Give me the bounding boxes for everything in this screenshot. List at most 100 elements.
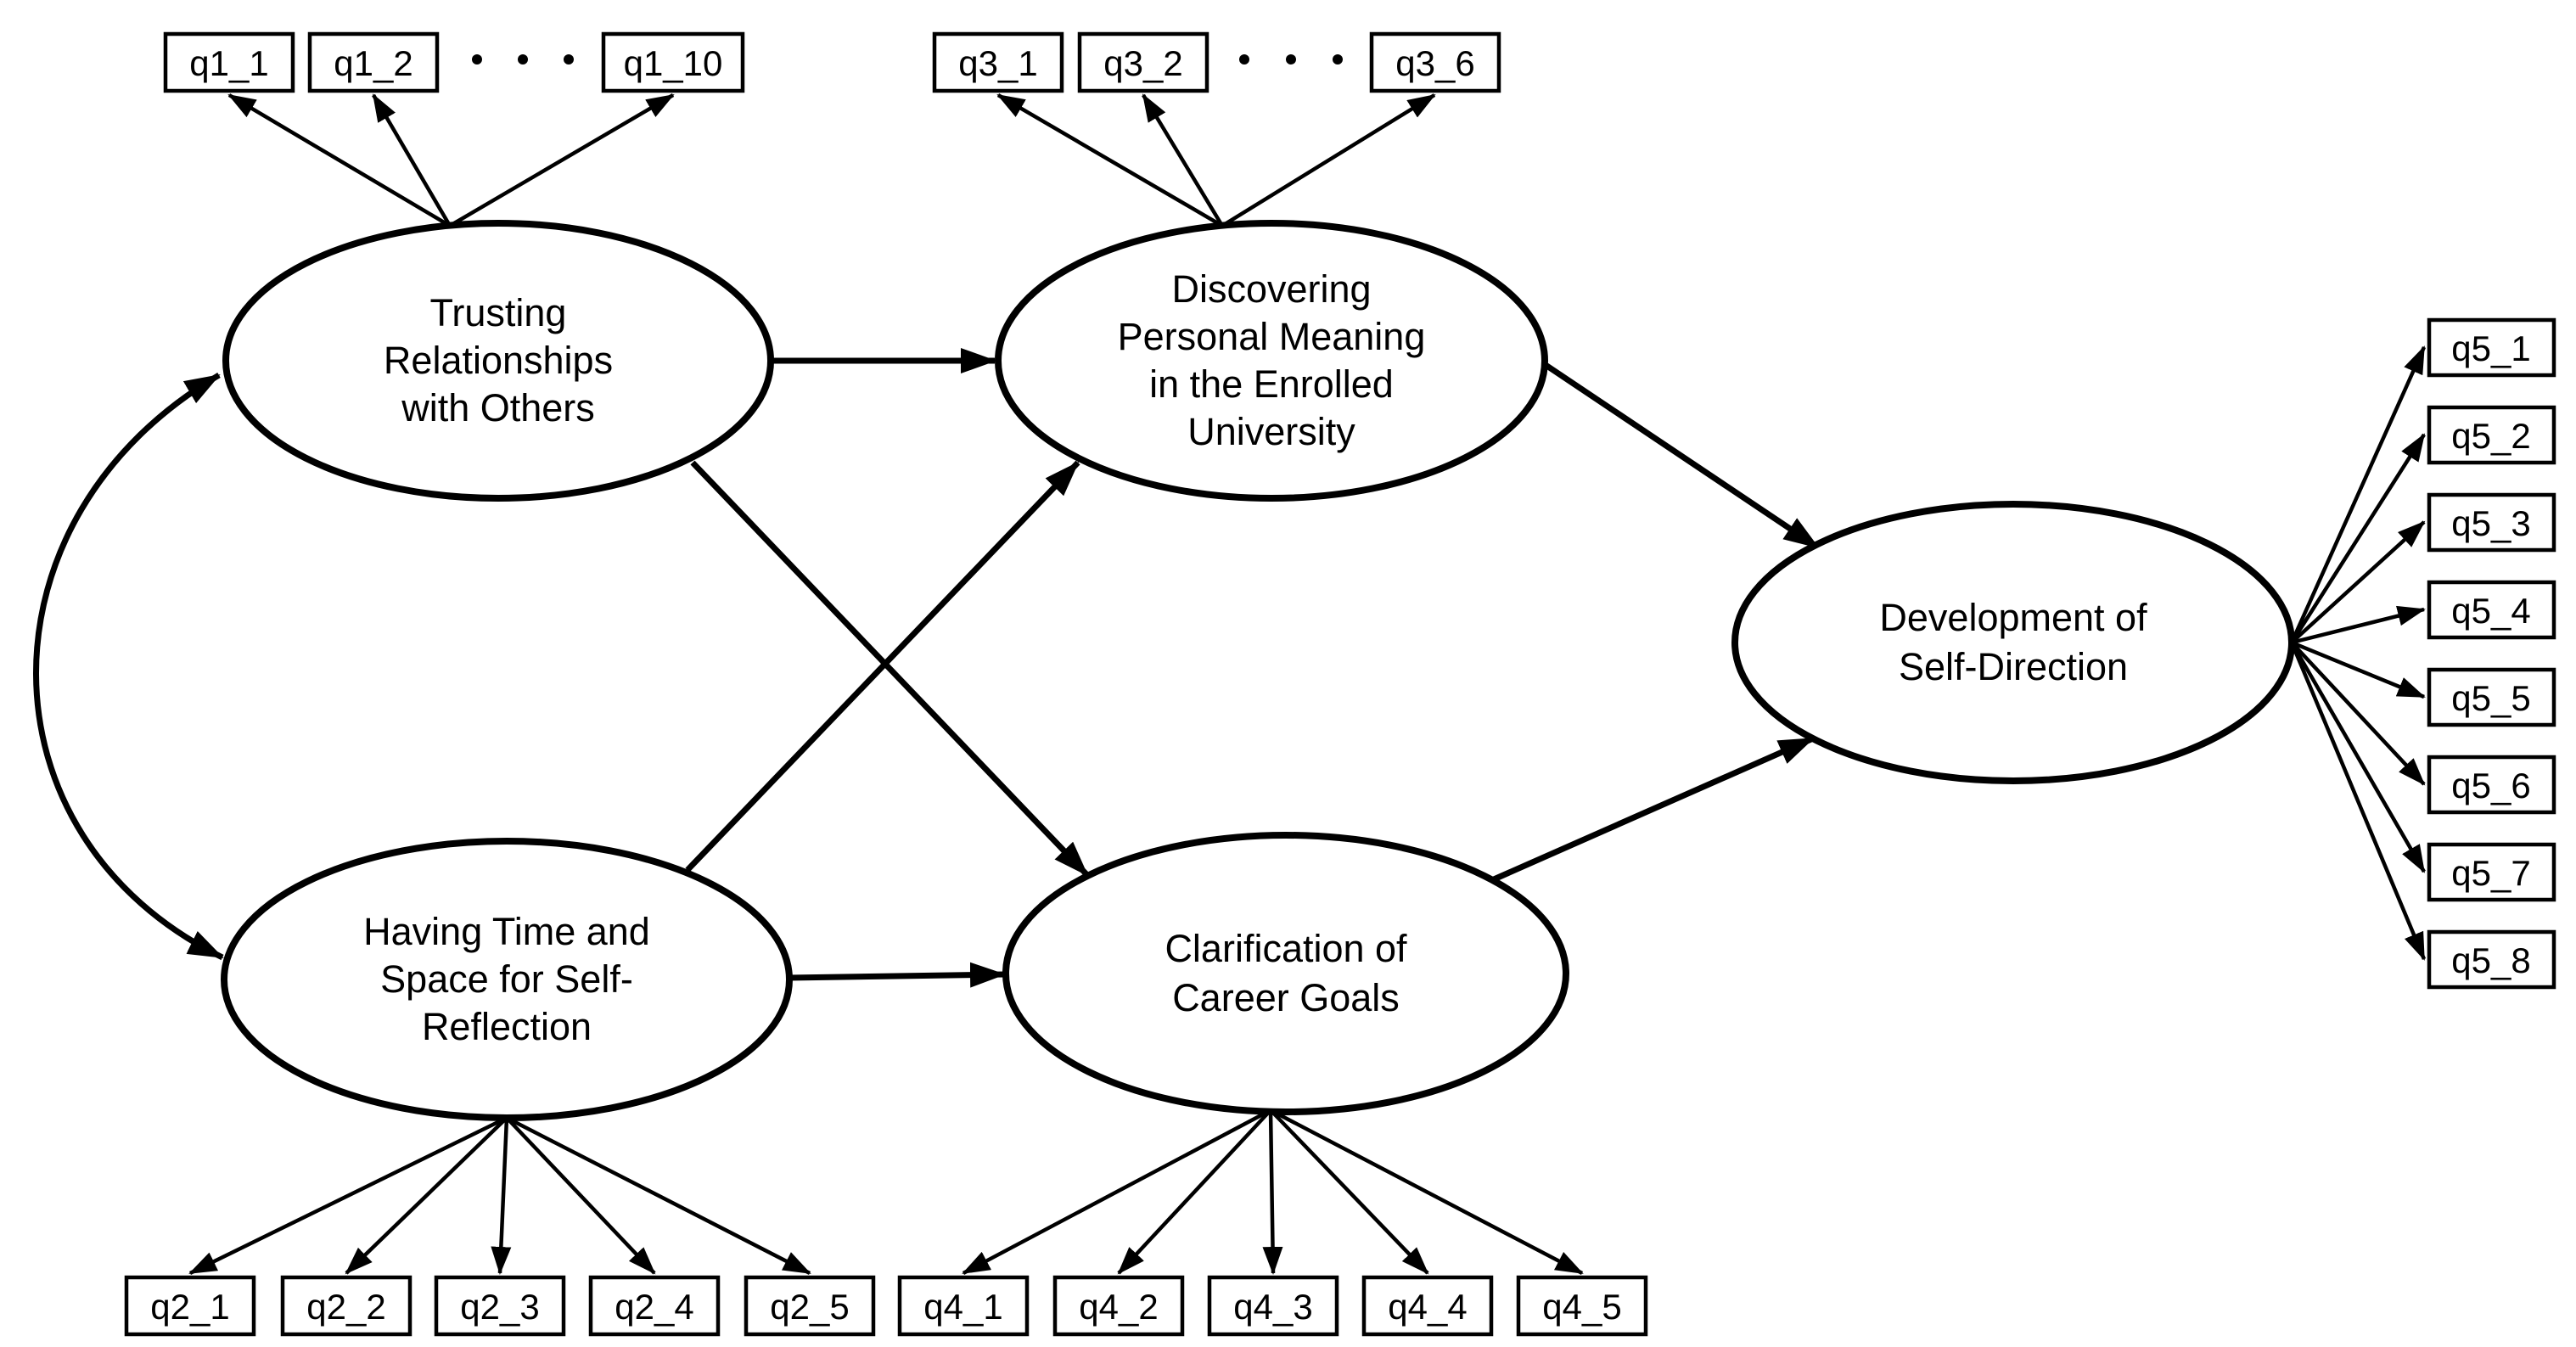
path-arrow-having-to-clarification: [789, 962, 1006, 988]
label-having-line1: Having Time and: [363, 910, 650, 953]
indicator-label-q5_4: q5_4: [2451, 591, 2530, 631]
loading-arrow-q2_3: [491, 1117, 512, 1275]
indicator-label-q5_3: q5_3: [2451, 503, 2530, 543]
latent-development: Development of Self-Direction: [1731, 501, 2295, 784]
indicator-label-q4_5: q4_5: [1542, 1287, 1621, 1327]
label-development-line2: Self-Direction: [1899, 645, 2128, 688]
indicator-q5_6: q5_6: [2427, 755, 2556, 815]
indicator-box-q5_1: [2427, 317, 2556, 378]
indicator-box-q5_3: [2427, 492, 2556, 553]
indicator-box-q5_4: [2427, 580, 2556, 640]
label-discovering-line3: in the Enrolled: [1149, 362, 1394, 406]
indicator-label-q1_10: q1_10: [624, 43, 723, 83]
latent-clarification: Clarification of Career Goals: [1002, 832, 1569, 1115]
loading-arrow-q5_8: [2289, 642, 2427, 961]
indicator-label-q2_4: q2_4: [615, 1287, 693, 1327]
indicator-q5_4: q5_4: [2427, 580, 2556, 640]
loading-arrow-q4_2: [1117, 1108, 1272, 1275]
loading-arrow-q2_2: [345, 1116, 508, 1275]
indicator-q1_2: q1_2: [307, 31, 440, 93]
loading-arrow-q3_6: [1221, 93, 1436, 227]
loading-arrow-q5_2: [2290, 433, 2426, 644]
loading-arrow-q2_5: [505, 1115, 811, 1276]
indicator-box-q4_3: [1207, 1275, 1339, 1337]
indicator-q4_4: q4_4: [1361, 1275, 1494, 1337]
indicator-label-q3_1: q3_1: [958, 43, 1037, 83]
loading-arrow-q2_1: [188, 1115, 508, 1276]
indicator-box-q4_2: [1052, 1275, 1185, 1337]
indicator-q5_5: q5_5: [2427, 667, 2556, 727]
indicator-label-q4_2: q4_2: [1079, 1287, 1158, 1327]
indicator-q1_10: q1_10: [601, 31, 745, 93]
ellipsis-dots-q1: [472, 54, 574, 65]
indicator-q2_1: q2_1: [124, 1275, 256, 1337]
indicator-box-q2_5: [744, 1275, 876, 1337]
indicator-label-q4_4: q4_4: [1388, 1287, 1467, 1327]
loading-arrow-q5_5: [2291, 640, 2426, 699]
label-discovering-line1: Discovering: [1171, 267, 1371, 311]
indicator-label-q1_1: q1_1: [189, 43, 268, 83]
label-trusting-line1: Trusting: [430, 291, 567, 334]
indicator-box-q5_8: [2427, 929, 2556, 990]
ellipse-development: [1731, 501, 2295, 784]
indicator-box-q2_1: [124, 1275, 256, 1337]
indicator-label-q4_1: q4_1: [923, 1287, 1002, 1327]
indicator-label-q5_1: q5_1: [2451, 328, 2530, 368]
indicator-q3_1: q3_1: [932, 31, 1064, 93]
indicator-label-q2_5: q2_5: [770, 1287, 849, 1327]
loading-arrow-q3_2: [1142, 93, 1224, 227]
ellipse-discovering: [995, 220, 1548, 502]
loading-arrow-q1_10: [448, 93, 675, 227]
path-arrow-discovering-to-development: [1544, 362, 1820, 550]
indicator-box-q2_4: [588, 1275, 721, 1337]
indicator-q5_8: q5_8: [2427, 929, 2556, 990]
indicator-label-q2_3: q2_3: [460, 1287, 539, 1327]
indicator-label-q5_2: q5_2: [2451, 416, 2530, 456]
indicator-q2_2: q2_2: [280, 1275, 412, 1337]
indicator-box-q1_10: [601, 31, 745, 93]
indicator-q2_3: q2_3: [434, 1275, 566, 1337]
indicator-q1_1: q1_1: [163, 31, 295, 93]
indicator-q4_1: q4_1: [897, 1275, 1030, 1337]
covariance-arrow-trusting-having: [33, 372, 224, 961]
loading-arrow-q3_1: [996, 93, 1224, 227]
indicator-q5_3: q5_3: [2427, 492, 2556, 553]
label-clarification-line2: Career Goals: [1172, 976, 1400, 1019]
ellipse-having: [221, 838, 793, 1121]
ellipse-clarification: [1002, 832, 1569, 1115]
loading-arrow-q5_6: [2290, 641, 2426, 786]
indicator-q5_2: q5_2: [2427, 405, 2556, 465]
label-having-line2: Space for Self-: [380, 957, 633, 1001]
indicator-label-q3_2: q3_2: [1103, 43, 1182, 83]
indicator-label-q5_8: q5_8: [2451, 940, 2530, 980]
label-having-line3: Reflection: [422, 1005, 592, 1048]
latent-having: Having Time and Space for Self- Reflecti…: [221, 838, 793, 1121]
indicator-box-q1_1: [163, 31, 295, 93]
ellipsis-dots-q3: [1239, 54, 1343, 65]
indicator-box-q3_6: [1369, 31, 1501, 93]
loading-arrow-q5_3: [2290, 520, 2426, 644]
indicator-label-q1_2: q1_2: [334, 43, 412, 83]
label-clarification-line1: Clarification of: [1165, 927, 1407, 970]
loading-arrow-q4_4: [1269, 1108, 1429, 1275]
loading-arrow-q4_5: [1269, 1108, 1584, 1275]
indicator-label-q5_5: q5_5: [2451, 678, 2530, 718]
latent-trusting: Trusting Relationships with Others: [222, 220, 774, 502]
loading-arrow-q4_1: [962, 1108, 1272, 1275]
indicator-label-q3_6: q3_6: [1395, 43, 1474, 83]
indicator-q3_6: q3_6: [1369, 31, 1501, 93]
indicator-box-q3_1: [932, 31, 1064, 93]
latent-discovering: Discovering Personal Meaning in the Enro…: [995, 220, 1548, 502]
indicator-q4_3: q4_3: [1207, 1275, 1339, 1337]
indicator-q5_1: q5_1: [2427, 317, 2556, 378]
loading-arrow-q5_7: [2290, 641, 2426, 873]
indicator-label-q2_2: q2_2: [306, 1287, 385, 1327]
indicator-q2_4: q2_4: [588, 1275, 721, 1337]
indicator-box-q4_5: [1516, 1275, 1648, 1337]
indicator-box-q2_3: [434, 1275, 566, 1337]
label-development-line1: Development of: [1879, 596, 2147, 639]
loading-arrow-q1_1: [227, 93, 452, 227]
indicator-box-q4_4: [1361, 1275, 1494, 1337]
indicator-q5_7: q5_7: [2427, 842, 2556, 902]
